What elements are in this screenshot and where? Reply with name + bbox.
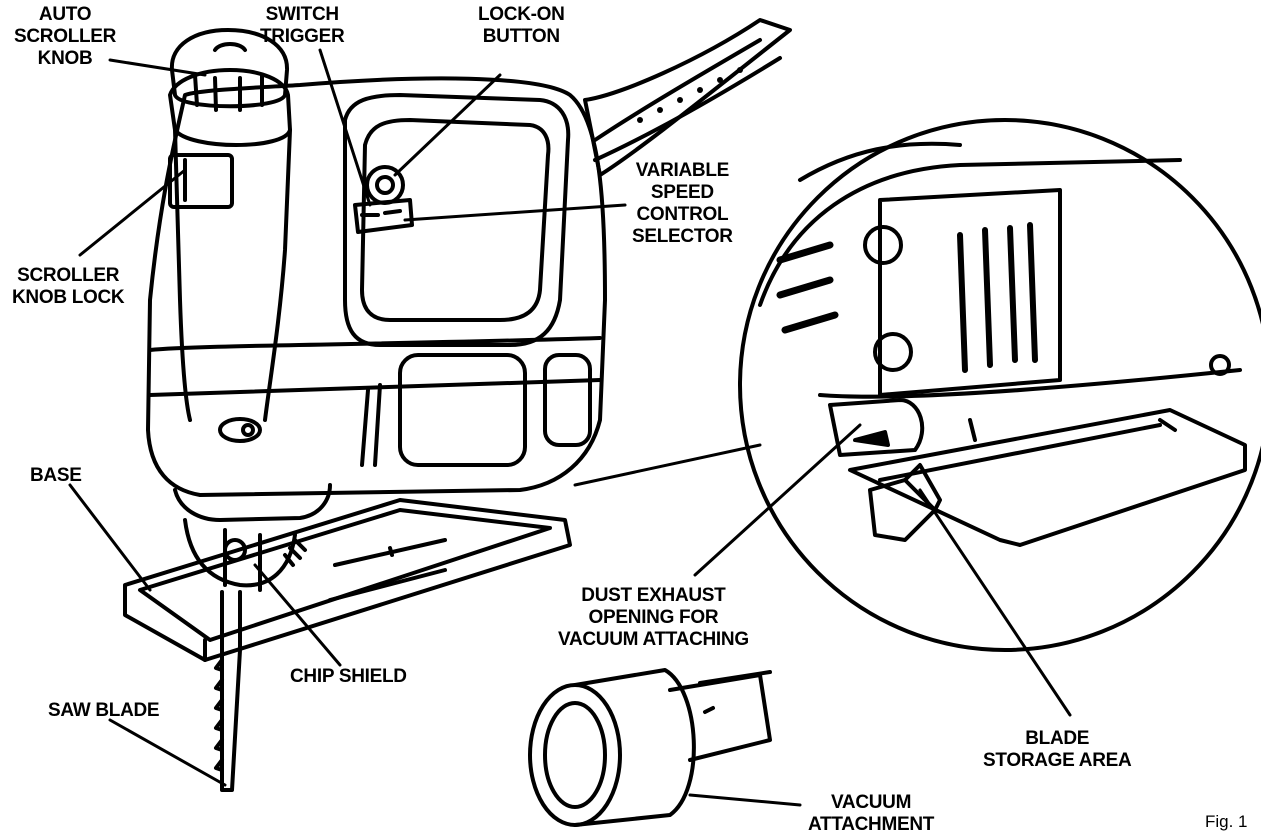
label-lock-on-button: LOCK-ON BUTTON xyxy=(478,4,565,47)
leader-lock-on-button xyxy=(393,73,502,177)
leader-variable-speed xyxy=(403,203,627,222)
label-blade-storage-area: BLADE STORAGE AREA xyxy=(983,728,1132,771)
label-vacuum-attachment: VACUUM ATTACHMENT xyxy=(808,792,935,835)
saw-body xyxy=(146,18,792,592)
label-auto-scroller-knob: AUTO SCROLLER KNOB xyxy=(14,4,117,69)
motor-housing xyxy=(146,76,607,497)
label-scroller-knob-lock: SCROLLER KNOB LOCK xyxy=(12,265,125,308)
figure-number: Fig. 1 xyxy=(1205,812,1248,831)
dust-exhaust-opening xyxy=(828,398,925,457)
detail-handle-panel xyxy=(878,188,1062,397)
cord-strain-relief xyxy=(583,18,792,177)
handle-opening xyxy=(343,93,571,347)
saw-blade xyxy=(214,590,242,792)
vacuum-attachment xyxy=(528,668,772,827)
leader-base xyxy=(68,483,152,592)
switch-trigger xyxy=(353,198,414,234)
blade-storage-area xyxy=(868,478,937,542)
leader-switch-trigger xyxy=(318,48,372,207)
leader-blade-storage xyxy=(918,488,1072,717)
rating-badge xyxy=(218,417,262,443)
leader-scroller-knob-lock xyxy=(78,168,187,257)
label-saw-blade: SAW BLADE xyxy=(48,700,160,721)
label-variable-speed-control-selector: VARIABLE SPEED CONTROL SELECTOR xyxy=(632,160,733,247)
detail-callout xyxy=(738,118,1261,652)
base-plate xyxy=(123,498,572,662)
chip-shield xyxy=(183,518,297,588)
label-chip-shield: CHIP SHIELD xyxy=(290,666,407,687)
label-switch-trigger: SWITCH TRIGGER xyxy=(260,4,345,47)
leader-vacuum-attachment xyxy=(688,793,802,807)
label-base: BASE xyxy=(30,465,82,486)
leader-dust-exhaust xyxy=(693,423,862,577)
leader-auto-scroller-knob xyxy=(108,58,207,77)
label-dust-exhaust-opening: DUST EXHAUST OPENING FOR VACUUM ATTACHIN… xyxy=(558,585,749,650)
leader-lines xyxy=(68,48,1072,807)
auto-scroller-knob xyxy=(169,28,290,109)
scroller-knob-lock xyxy=(168,153,234,209)
leader-detail-connector xyxy=(573,443,762,487)
leader-saw-blade xyxy=(108,718,227,787)
leader-chip-shield xyxy=(253,563,342,667)
